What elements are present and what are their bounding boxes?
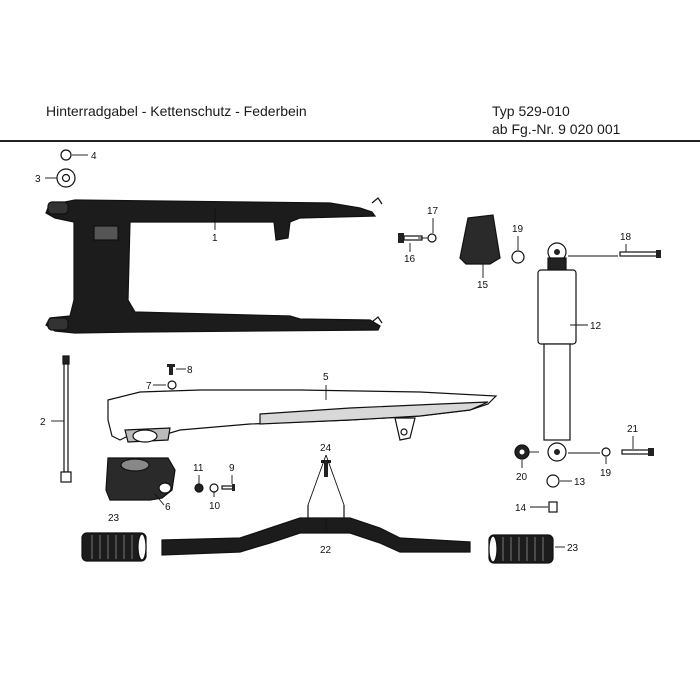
- callout-15: 15: [477, 280, 489, 291]
- callout-12: 12: [590, 321, 602, 332]
- rubber-buffer-part-15: [459, 214, 501, 265]
- grip-part-23-left: [81, 532, 147, 562]
- swing-arm-part-1: [45, 197, 383, 334]
- type-label: Typ 529-010: [492, 103, 570, 119]
- stand-bar-part-22: [161, 505, 471, 556]
- callout-14: 14: [515, 503, 527, 514]
- washer-part-13: [546, 474, 560, 488]
- washer-part-19-lower: [601, 447, 611, 457]
- axle-bolt-part-2: [60, 355, 72, 483]
- sleeve-part-14: [548, 501, 558, 513]
- diagram-title: Hinterradgabel - Kettenschutz - Federbei…: [46, 103, 307, 119]
- callout-22: 22: [320, 545, 332, 556]
- callout-19-upper: 19: [512, 224, 524, 235]
- callout-10: 10: [209, 501, 221, 512]
- callout-4: 4: [91, 151, 97, 162]
- callout-9: 9: [229, 463, 235, 474]
- callout-13: 13: [574, 477, 586, 488]
- callout-18: 18: [620, 232, 632, 243]
- callout-16: 16: [404, 254, 416, 265]
- callout-21: 21: [627, 424, 639, 435]
- callout-labels: 4 3 1 2 5 6 7 8 9 10 11 12 13 14 15 16 1…: [35, 151, 639, 556]
- callout-8: 8: [187, 365, 193, 376]
- callout-19-lower: 19: [600, 468, 612, 479]
- washer-hole: [61, 173, 71, 183]
- callout-20: 20: [516, 472, 528, 483]
- callout-17: 17: [427, 206, 439, 217]
- callout-2: 2: [40, 417, 46, 428]
- callout-11: 11: [193, 463, 204, 474]
- callout-7: 7: [146, 381, 152, 392]
- screw-part-24: [321, 460, 331, 477]
- washer-part-17: [427, 233, 437, 243]
- callout-3: 3: [35, 174, 41, 185]
- washer-part-19-upper: [511, 250, 525, 264]
- callout-24: 24: [320, 443, 332, 454]
- header-divider: [0, 140, 700, 142]
- nut-part-11: [194, 483, 204, 493]
- callout-5: 5: [323, 372, 329, 383]
- callout-1: 1: [212, 233, 218, 244]
- leader-lines: [45, 154, 634, 548]
- screw-part-8: [167, 364, 175, 375]
- shock-absorber-part-12: [537, 242, 577, 462]
- bracket-part-6: [105, 457, 176, 501]
- callout-23-right: 23: [567, 543, 579, 554]
- frame-number-label: ab Fg.-Nr. 9 020 001: [492, 121, 621, 137]
- bolt-part-21: [621, 448, 654, 456]
- bolt-part-18: [619, 250, 661, 258]
- callout-23-left: 23: [108, 513, 120, 524]
- chain-guard-part-5: [107, 389, 498, 443]
- washer-part-4: [60, 149, 72, 161]
- grip-part-23-right: [488, 534, 554, 564]
- callout-6: 6: [165, 502, 171, 513]
- screw-part-9: [221, 484, 235, 491]
- washer-part-10: [209, 483, 219, 493]
- bushing-hole: [519, 449, 525, 455]
- washer-part-7: [167, 380, 177, 390]
